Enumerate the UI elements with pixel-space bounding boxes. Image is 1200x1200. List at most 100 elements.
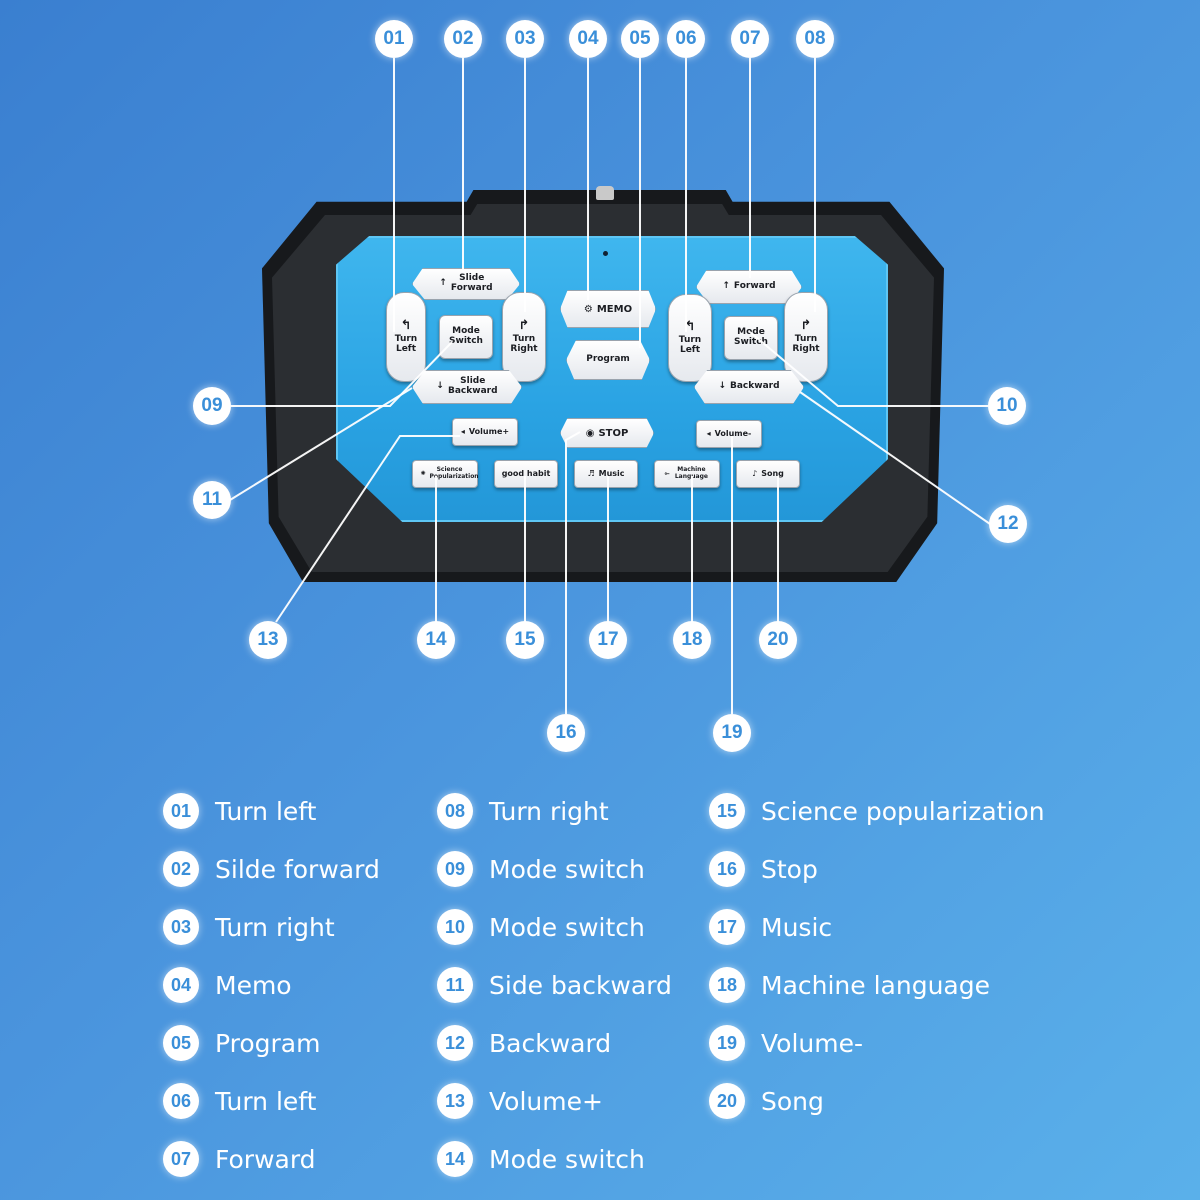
mode-switch-label-1: Mode Switch: [449, 326, 483, 346]
legend-label: Machine language: [761, 970, 990, 1000]
callout-18: 18: [673, 621, 711, 659]
legend-number: 14: [437, 1141, 473, 1177]
slide-backward-button[interactable]: ↓ Slide Backward: [412, 370, 522, 404]
callout-15: 15: [506, 621, 544, 659]
callout-09: 09: [193, 387, 231, 425]
callout-10: 10: [988, 387, 1026, 425]
good-habit-button[interactable]: good habit: [494, 460, 558, 488]
legend-label: Song: [761, 1086, 824, 1116]
legend-number: 20: [709, 1083, 745, 1119]
good-habit-label: good habit: [501, 468, 551, 478]
stop-button[interactable]: ◉ STOP: [560, 418, 654, 448]
legend-item-05: 05 Program: [163, 1014, 380, 1072]
volume-plus-button[interactable]: ◂ Volume+: [452, 418, 518, 446]
atom-icon: ✺: [420, 469, 426, 477]
turn-right-arrow-icon: ↱: [518, 317, 530, 333]
memo-label: MEMO: [596, 303, 633, 315]
legend-label: Turn left: [215, 1086, 317, 1116]
volume-minus-button[interactable]: ◂ Volume-: [696, 420, 762, 448]
legend-number: 16: [709, 851, 745, 887]
mode-switch-label-2: Mode Switch: [734, 327, 768, 347]
legend-item-20: 20 Song: [709, 1072, 1045, 1130]
callout-06: 06: [667, 20, 705, 58]
memo-button[interactable]: ⚙ MEMO: [560, 290, 656, 328]
mode-switch-button-2[interactable]: Mode Switch: [724, 316, 778, 360]
legend-number: 09: [437, 851, 473, 887]
program-label: Program: [586, 354, 630, 365]
forward-label: Forward: [733, 281, 776, 292]
arrow-down-icon: ↓: [718, 381, 726, 392]
legend-label: Turn right: [215, 912, 335, 942]
slide-forward-button[interactable]: ↑ Slide Forward: [412, 268, 520, 300]
legend-label: Memo: [215, 970, 292, 1000]
legend-number: 19: [709, 1025, 745, 1061]
arrow-up-icon: ↑: [439, 278, 447, 289]
legend-number: 04: [163, 967, 199, 1003]
guitar-icon: ♬: [587, 468, 595, 478]
callout-02: 02: [444, 20, 482, 58]
legend-number: 05: [163, 1025, 199, 1061]
backward-label: Backward: [730, 381, 780, 392]
antenna-knob: [596, 186, 614, 200]
legend-number: 12: [437, 1025, 473, 1061]
callout-07: 07: [731, 20, 769, 58]
legend-number: 02: [163, 851, 199, 887]
turn-right-button-1[interactable]: ↱ Turn Right: [502, 292, 546, 382]
legend-label: Silde forward: [215, 854, 380, 884]
legend-label: Program: [215, 1028, 321, 1058]
legend-number: 07: [163, 1141, 199, 1177]
machine-language-button[interactable]: ⟜ Machine Language: [654, 460, 720, 488]
stop-circle-icon: ◉: [585, 427, 595, 439]
legend-item-19: 19 Volume-: [709, 1014, 1045, 1072]
legend-number: 15: [709, 793, 745, 829]
callout-14: 14: [417, 621, 455, 659]
legend-number: 03: [163, 909, 199, 945]
backward-button[interactable]: ↓ Backward: [694, 370, 804, 404]
legend-item-03: 03 Turn right: [163, 898, 380, 956]
arrow-up-icon: ↑: [722, 281, 730, 292]
callout-11: 11: [193, 481, 231, 519]
callout-12: 12: [989, 505, 1027, 543]
legend-item-04: 04 Memo: [163, 956, 380, 1014]
legend-number: 11: [437, 967, 473, 1003]
music-button[interactable]: ♬ Music: [574, 460, 638, 488]
program-button[interactable]: Program: [566, 340, 650, 380]
turn-right-button-2[interactable]: ↱ Turn Right: [784, 292, 828, 382]
speaker-icon: ◂: [460, 426, 465, 436]
gear-pen-icon: ⚙: [583, 303, 593, 315]
mode-switch-button-1[interactable]: Mode Switch: [439, 315, 493, 359]
callout-03: 03: [506, 20, 544, 58]
song-button[interactable]: ♪ Song: [736, 460, 800, 488]
song-label: Song: [761, 468, 784, 478]
turn-left-button-1[interactable]: ↰ Turn Left: [386, 292, 426, 382]
speaker-icon: ◂: [706, 428, 711, 438]
stop-label: STOP: [598, 427, 629, 439]
turn-left-button-2[interactable]: ↰ Turn Left: [668, 294, 712, 382]
callout-13: 13: [249, 621, 287, 659]
slide-backward-label: Slide Backward: [448, 376, 498, 396]
callout-01: 01: [375, 20, 413, 58]
science-popularization-label: Science Popularization: [429, 466, 479, 480]
turn-left-arrow-icon: ↰: [400, 317, 412, 333]
legend-label: Volume+: [489, 1086, 603, 1116]
forward-button[interactable]: ↑ Forward: [696, 270, 802, 304]
legend-item-02: 02 Silde forward: [163, 840, 380, 898]
science-popularization-button[interactable]: ✺ Science Popularization: [412, 460, 479, 488]
legend-label: Volume-: [761, 1028, 864, 1058]
music-note-icon: ♪: [752, 468, 758, 478]
volume-minus-label: Volume-: [714, 428, 752, 438]
